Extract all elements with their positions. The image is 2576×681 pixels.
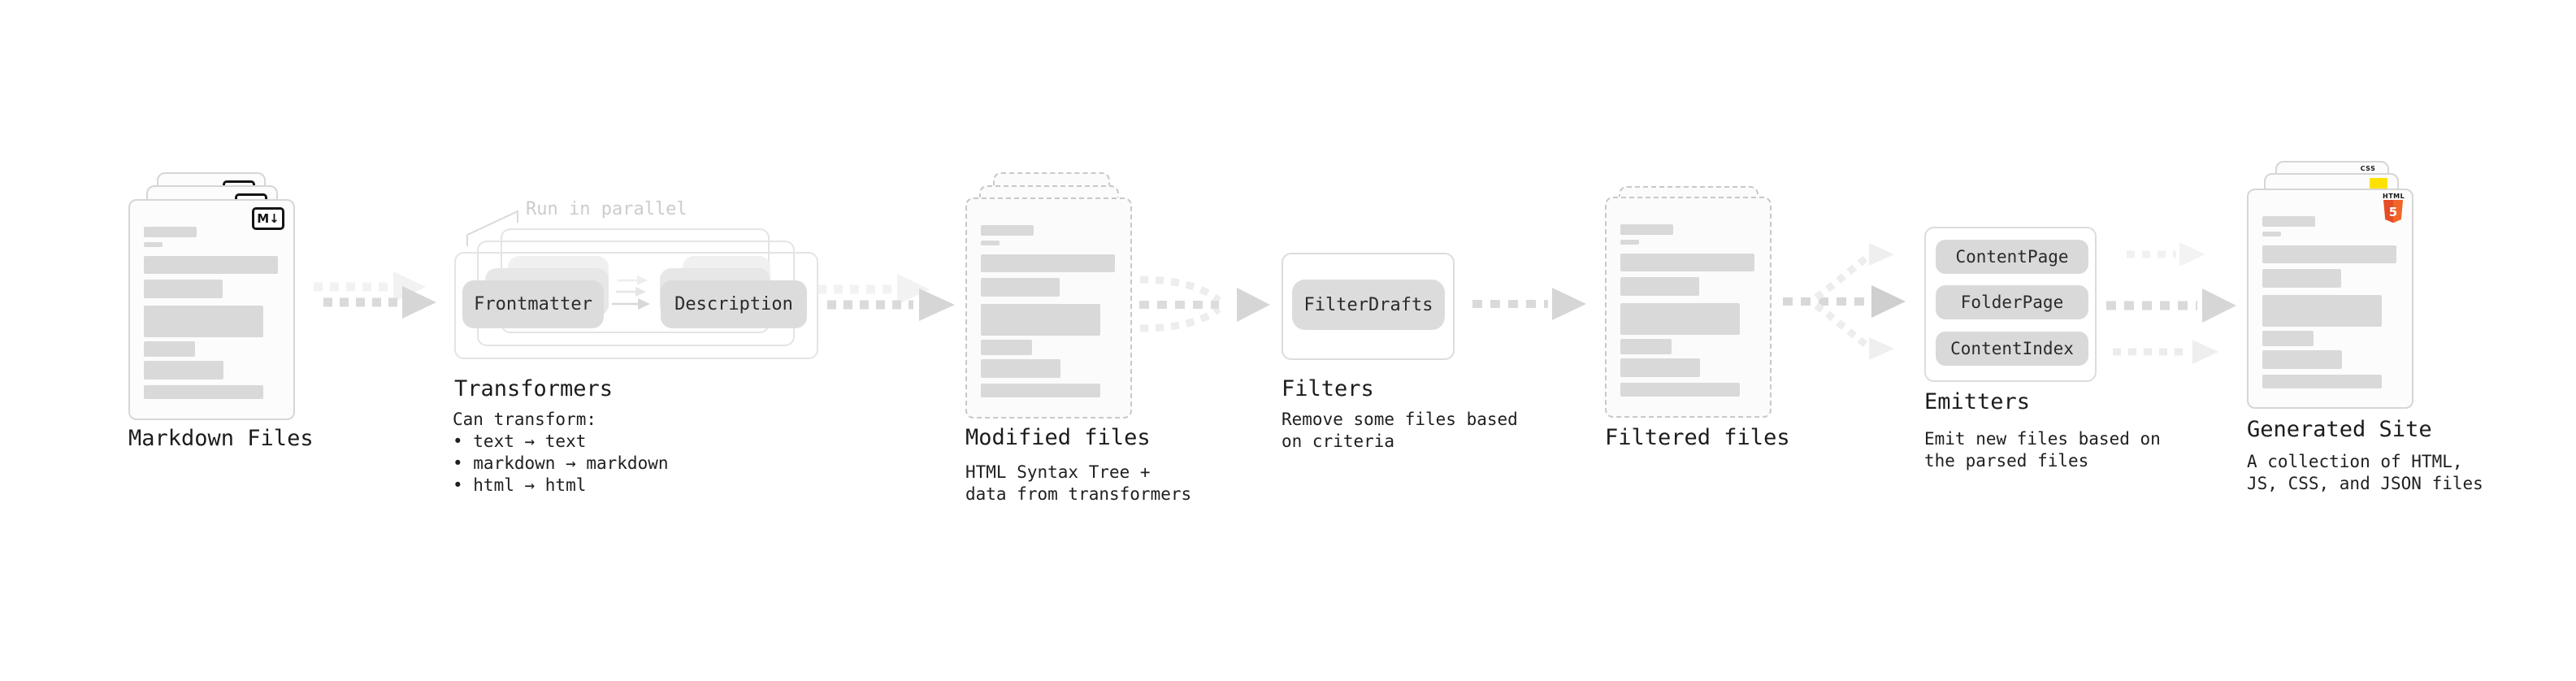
- contentpage-node: ContentPage: [1936, 240, 2088, 274]
- skeleton-bar: [981, 254, 1115, 272]
- contentindex-node: ContentIndex: [1936, 332, 2088, 366]
- skeleton-bar: [144, 306, 263, 337]
- skeleton-bar: [1620, 339, 1672, 354]
- transformers-title: Transformers: [454, 376, 614, 401]
- description-node: Description: [661, 280, 807, 328]
- arrow-modified-to-filters-merge: [1139, 275, 1270, 332]
- skeleton-bar: [1620, 277, 1699, 296]
- svg-text:5: 5: [2389, 205, 2397, 219]
- skeleton-bar: [2262, 331, 2314, 346]
- skeleton-bar: [2262, 375, 2382, 388]
- skeleton-bar: [144, 242, 163, 247]
- skeleton-bar: [1620, 303, 1740, 335]
- skeleton-bar: [981, 384, 1100, 397]
- markdown-files-stack: M↓ M↓ M↓: [128, 172, 327, 424]
- emitters-description: Emit new files based on the parsed files: [1924, 429, 2161, 471]
- modified-files-stack: [965, 172, 1164, 424]
- folderpage-node: FolderPage: [1936, 285, 2088, 319]
- filters-description: Remove some files based on criteria: [1281, 410, 1518, 451]
- run-in-parallel-note: Run in parallel: [526, 199, 687, 219]
- skeleton-bar: [1620, 358, 1700, 377]
- markdown-file-card-front: M↓: [128, 199, 295, 420]
- html-file-card-front: HTML 5: [2247, 189, 2413, 409]
- filters-title: Filters: [1281, 376, 1374, 401]
- markdown-files-title: Markdown Files: [128, 426, 314, 451]
- skeleton-bar: [144, 385, 263, 399]
- emitters-title: Emitters: [1924, 389, 2031, 414]
- arrow-emitters-to-site: [2106, 242, 2236, 364]
- skeleton-bar: [2262, 245, 2396, 263]
- modified-files-description: HTML Syntax Tree + data from transformer…: [965, 462, 1192, 504]
- skeleton-bar: [981, 359, 1060, 378]
- frontmatter-node: Frontmatter: [462, 280, 604, 328]
- skeleton-bar: [144, 280, 223, 298]
- skeleton-bar: [1620, 254, 1754, 271]
- skeleton-bar: [981, 225, 1034, 236]
- skeleton-bar: [2262, 350, 2342, 369]
- skeleton-bar: [2262, 232, 2281, 236]
- skeleton-bar: [1620, 383, 1740, 397]
- skeleton-bar: [144, 227, 197, 237]
- arrow-transformers-to-modified: [817, 274, 955, 321]
- filters-box: [1281, 253, 1455, 360]
- modified-files-title: Modified files: [965, 425, 1151, 450]
- arrow-markdown-to-transformers: [314, 271, 436, 319]
- skeleton-bar: [2262, 295, 2382, 327]
- generated-site-description: A collection of HTML, JS, CSS, and JSON …: [2247, 452, 2483, 493]
- arrow-filters-to-filtered: [1472, 288, 1586, 320]
- skeleton-bar: [1620, 240, 1639, 245]
- modified-file-card-front: [965, 197, 1132, 419]
- generated-site-stack: CSS HTML 5: [2247, 161, 2446, 413]
- filtered-files-stack: [1605, 173, 1804, 425]
- skeleton-bar: [144, 256, 278, 274]
- skeleton-bar: [981, 340, 1032, 355]
- transformers-layer-front: [454, 252, 818, 359]
- generated-site-title: Generated Site: [2247, 417, 2432, 442]
- transformers-description: Can transform: • text → text • markdown …: [453, 410, 669, 495]
- run-in-parallel-callout-line: [466, 210, 518, 246]
- emitters-box: ContentPage FolderPage ContentIndex: [1924, 227, 2097, 382]
- skeleton-bar: [144, 341, 195, 357]
- arrow-frontmatter-to-description: [612, 275, 650, 310]
- filterdrafts-node: FilterDrafts: [1292, 280, 1445, 330]
- skeleton-bar: [2262, 269, 2341, 288]
- js-icon: [2370, 178, 2387, 189]
- skeleton-bar: [981, 304, 1100, 336]
- skeleton-bar: [144, 361, 223, 380]
- skeleton-bar: [981, 241, 1000, 245]
- skeleton-bar: [2262, 216, 2315, 227]
- arrow-filtered-to-emitters-fanout: [1783, 243, 1906, 360]
- skeleton-bar: [1620, 224, 1673, 235]
- filtered-file-card-front: [1605, 197, 1772, 418]
- filtered-files-title: Filtered files: [1605, 425, 1790, 450]
- skeleton-bar: [981, 278, 1060, 297]
- html5-icon: HTML 5: [2383, 193, 2405, 228]
- markdown-icon: M↓: [252, 207, 284, 230]
